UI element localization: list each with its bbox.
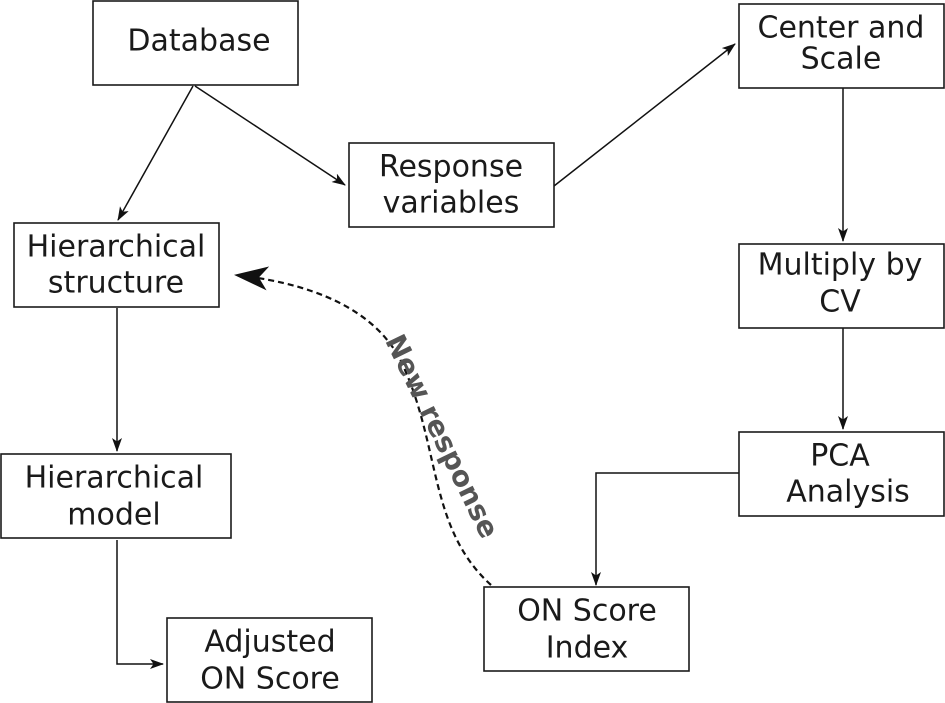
node-database-line-1: Database [127,24,270,59]
edge-database-to-hierarchical-structure [117,85,194,221]
node-multiply-by-cv-line-2: CV [819,285,861,320]
node-on-score-index-line-1: ON Score [517,594,657,629]
node-pca-analysis-line-2: Analysis [786,475,910,510]
node-response-variables: Response variables [348,142,555,228]
node-pca-analysis-line-1: PCA [810,439,870,474]
edge-database-to-response-variables [194,85,346,186]
node-response-variables-line-1: Response [379,150,523,185]
node-hierarchical-model-line-1: Hierarchical [25,461,204,496]
node-center-and-scale-line-2: Scale [801,42,882,77]
node-response-variables-line-2: variables [383,186,520,221]
node-adjusted-on-score-line-2: ON Score [200,662,340,697]
new-response-label: New response [379,329,506,543]
node-multiply-by-cv: Multiply by CV [738,243,945,329]
node-on-score-index-line-2: Index [546,631,629,666]
node-hierarchical-model-line-2: model [67,498,160,533]
node-pca-analysis: PCA Analysis [738,431,945,517]
edge-response-variables-to-center-and-scale [553,43,736,187]
node-adjusted-on-score-line-1: Adjusted [204,625,335,660]
edge-hierarchical-model-to-adjusted-on-score [116,540,164,669]
node-hierarchical-structure-line-1: Hierarchical [27,230,206,265]
node-center-and-scale: Center and Scale [738,3,945,89]
node-center-and-scale-line-1: Center and [758,11,925,46]
edge-pca-analysis-to-on-score-index [591,472,739,586]
node-hierarchical-structure-line-2: structure [48,266,184,301]
edges: New response [112,43,848,669]
node-adjusted-on-score: Adjusted ON Score [166,617,373,703]
node-hierarchical-structure: Hierarchical structure [13,222,220,308]
node-database: Database [92,0,299,86]
node-multiply-by-cv-line-1: Multiply by [758,248,923,283]
edge-on-score-index-to-hierarchical-structure [234,266,492,586]
node-on-score-index: ON Score Index [483,586,690,672]
node-hierarchical-model: Hierarchical model [0,453,232,539]
